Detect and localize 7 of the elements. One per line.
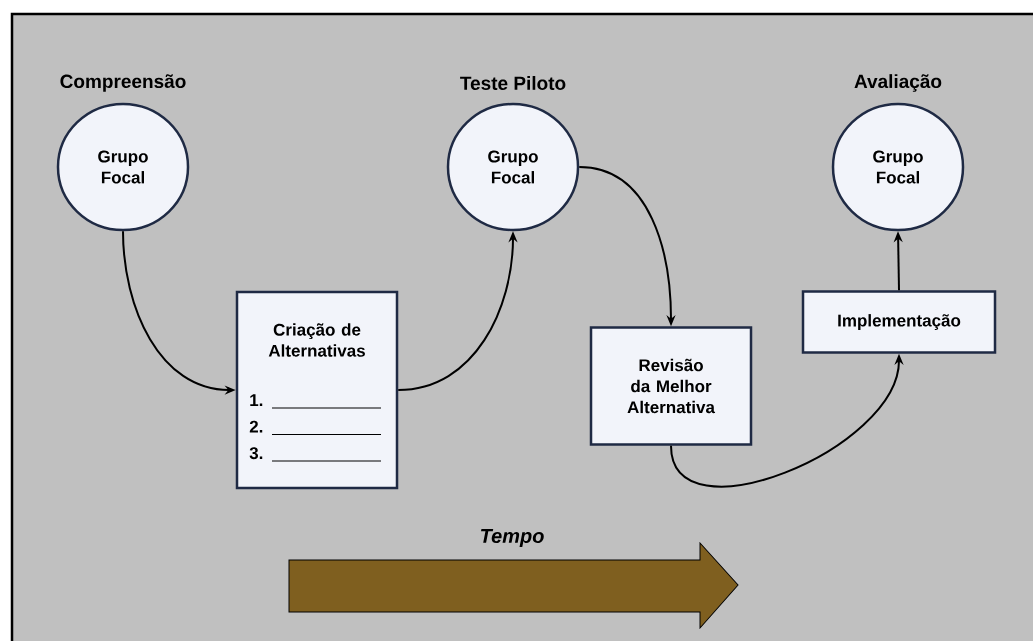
process-box: Implementação	[801, 290, 997, 354]
stage-heading: Compreensão	[60, 74, 186, 92]
process-box: Revisão da Melhor Alternativa	[589, 326, 753, 446]
list-box: Criação de Alternativas 1. 2. 3.	[235, 290, 399, 490]
axis-label: Tempo	[481, 529, 544, 547]
stage-heading: Avaliação	[854, 74, 942, 92]
stage-heading: Teste Piloto	[460, 76, 566, 90]
